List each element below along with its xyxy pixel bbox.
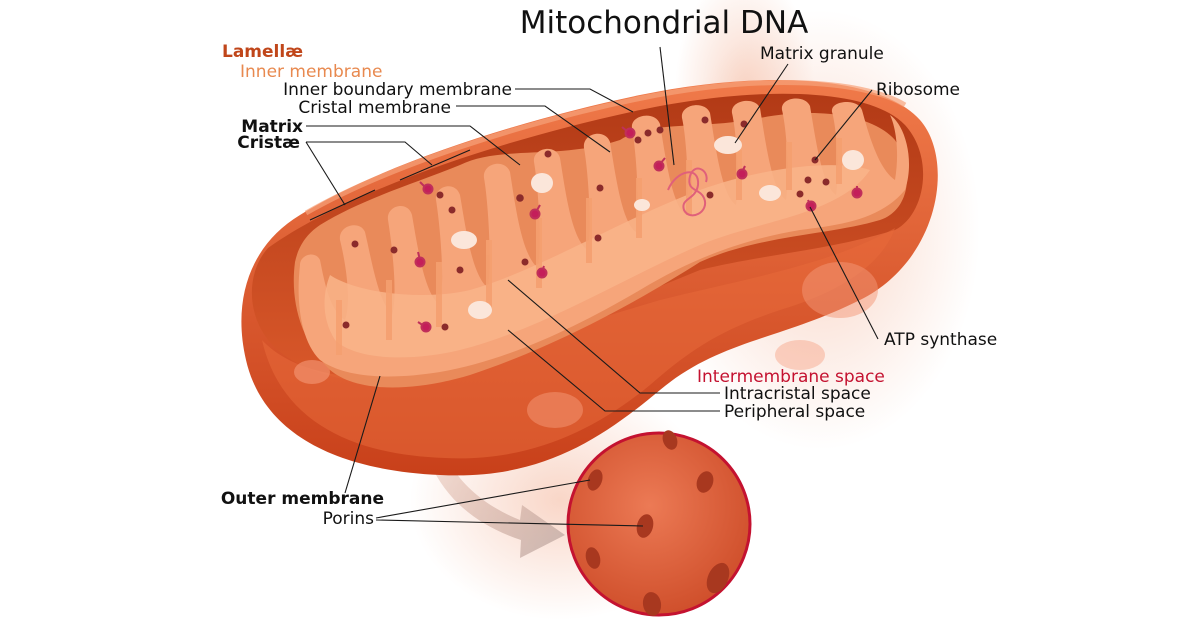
label-atp-synthase: ATP synthase [884, 330, 997, 350]
diagram-title: Mitochondrial DNA [520, 5, 809, 41]
label-cristae: Cristæ [237, 133, 300, 153]
label-inner-boundary-membrane: Inner boundary membrane [283, 80, 512, 100]
label-lamellae: Lamellæ [222, 42, 303, 62]
label-peripheral-space: Peripheral space [724, 402, 865, 422]
label-ribosome: Ribosome [876, 80, 960, 100]
label-outer-membrane: Outer membrane [221, 489, 384, 509]
label-cristal-membrane: Cristal membrane [298, 98, 451, 118]
label-matrix-granule: Matrix granule [760, 44, 884, 64]
label-porins: Porins [323, 509, 375, 529]
label-inner-membrane: Inner membrane [240, 62, 382, 82]
label-intracristal-space: Intracristal space [724, 384, 871, 404]
